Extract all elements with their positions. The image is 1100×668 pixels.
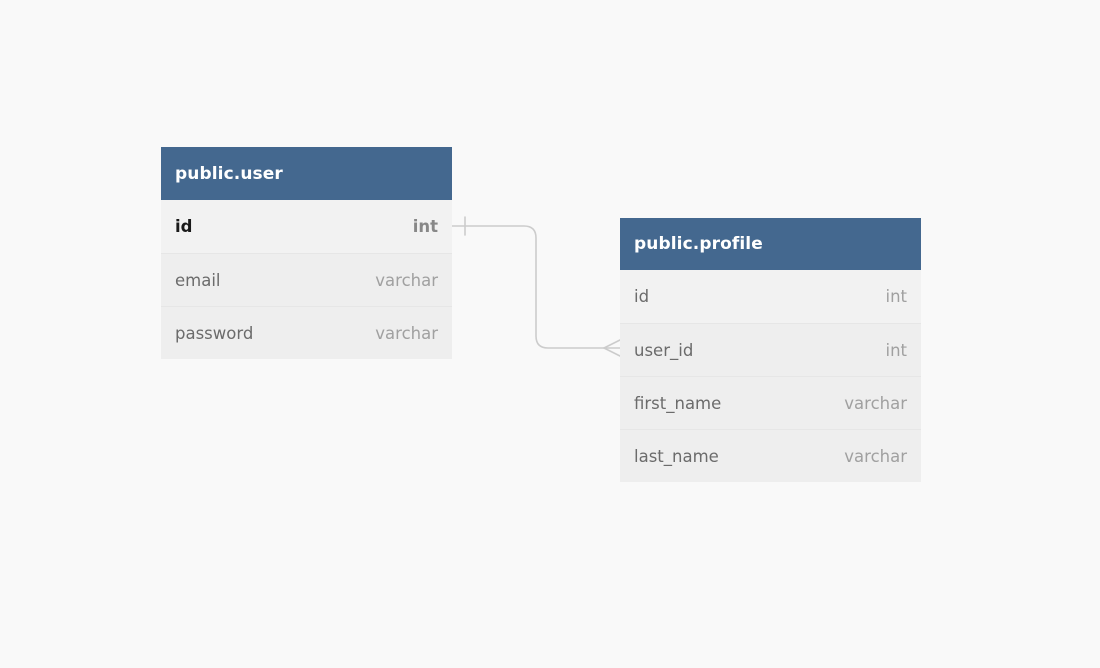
field-type: varchar [844,446,907,466]
field-type: int [885,340,907,360]
relationship-line-user-to-profile[interactable] [451,225,621,349]
entity-table-user[interactable]: public.user id int email varchar passwor… [161,147,452,359]
field-name: id [634,287,650,306]
field-row-profile-id[interactable]: id int [620,270,921,323]
field-row-user-email[interactable]: email varchar [161,253,452,306]
entity-field-list-profile: id int user_id int first_name varchar la… [620,270,921,482]
field-type: varchar [375,323,438,343]
field-name: password [175,323,254,343]
field-name: id [175,217,193,236]
field-name: user_id [634,340,694,360]
field-row-profile-last-name[interactable]: last_name varchar [620,429,921,482]
entity-title-user[interactable]: public.user [161,147,452,200]
field-row-user-id[interactable]: id int [161,200,452,253]
entity-title-profile[interactable]: public.profile [620,218,921,270]
field-row-user-password[interactable]: password varchar [161,306,452,359]
cardinality-many-marker [603,339,621,357]
field-name: email [175,270,221,290]
field-row-profile-first-name[interactable]: first_name varchar [620,376,921,429]
field-name: last_name [634,446,719,466]
field-type: varchar [375,270,438,290]
entity-table-profile[interactable]: public.profile id int user_id int first_… [620,218,921,482]
entity-title-text: public.user [175,163,283,184]
entity-field-list-user: id int email varchar password varchar [161,200,452,359]
field-type: int [885,287,907,306]
field-row-profile-user-id[interactable]: user_id int [620,323,921,376]
entity-title-text: public.profile [634,234,763,254]
field-name: first_name [634,393,722,413]
field-type: varchar [844,393,907,413]
field-type: int [412,217,438,236]
